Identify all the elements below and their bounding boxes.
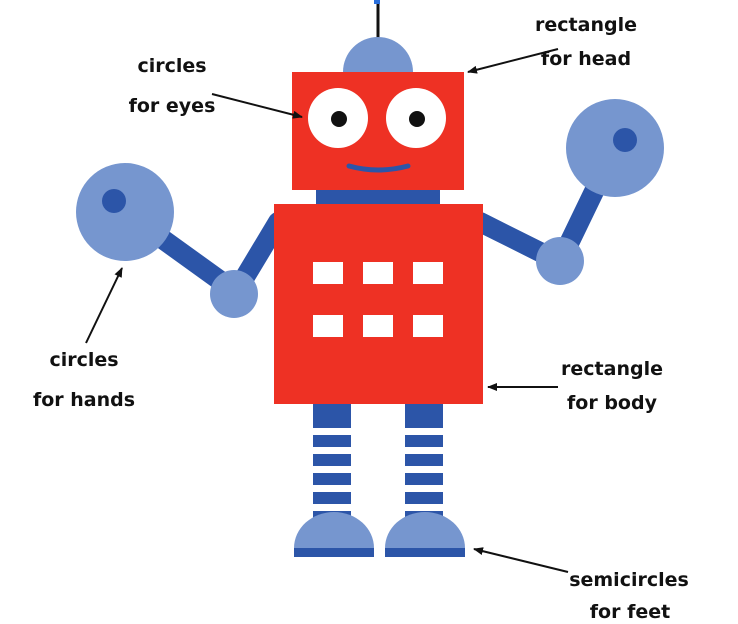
- eyes-arrow: [211, 93, 303, 119]
- left-foot-base: [294, 548, 374, 557]
- right-foot: [385, 512, 465, 548]
- head-arrow: [467, 48, 559, 74]
- head-label-line1: rectangle: [535, 14, 637, 36]
- head-dome: [343, 37, 413, 72]
- right-hand-dot: [613, 128, 637, 152]
- eyes-label-line2: for eyes: [128, 95, 216, 117]
- right-pupil: [409, 111, 425, 127]
- left-leg: [313, 404, 351, 522]
- hands-arrow: [85, 267, 123, 344]
- hands-label-line2: for hands: [32, 389, 136, 411]
- feet-arrow: [473, 547, 569, 573]
- head-label-line2: for head: [540, 48, 632, 70]
- neck: [316, 188, 440, 206]
- selection-handle: [374, 0, 380, 4]
- hands-label-line1: circles: [49, 349, 119, 371]
- left-hand-dot: [102, 189, 126, 213]
- left-pupil: [331, 111, 347, 127]
- feet-label-line2: for feet: [589, 601, 671, 623]
- right-hand: [566, 99, 664, 197]
- right-elbow: [536, 237, 584, 285]
- right-foot-base: [385, 548, 465, 557]
- body-label-line2: for body: [567, 392, 657, 414]
- body-windows: [313, 262, 443, 337]
- left-foot: [294, 512, 374, 548]
- body-label-line1: rectangle: [561, 358, 663, 380]
- mouth: [346, 163, 411, 173]
- left-elbow: [210, 270, 258, 318]
- right-leg: [405, 404, 443, 522]
- eyes-label-line1: circles: [137, 55, 207, 77]
- left-hand: [76, 163, 174, 261]
- feet-label-line1: semicircles: [569, 569, 689, 591]
- body-rectangle: [274, 204, 483, 404]
- leg-stripes: [313, 428, 443, 511]
